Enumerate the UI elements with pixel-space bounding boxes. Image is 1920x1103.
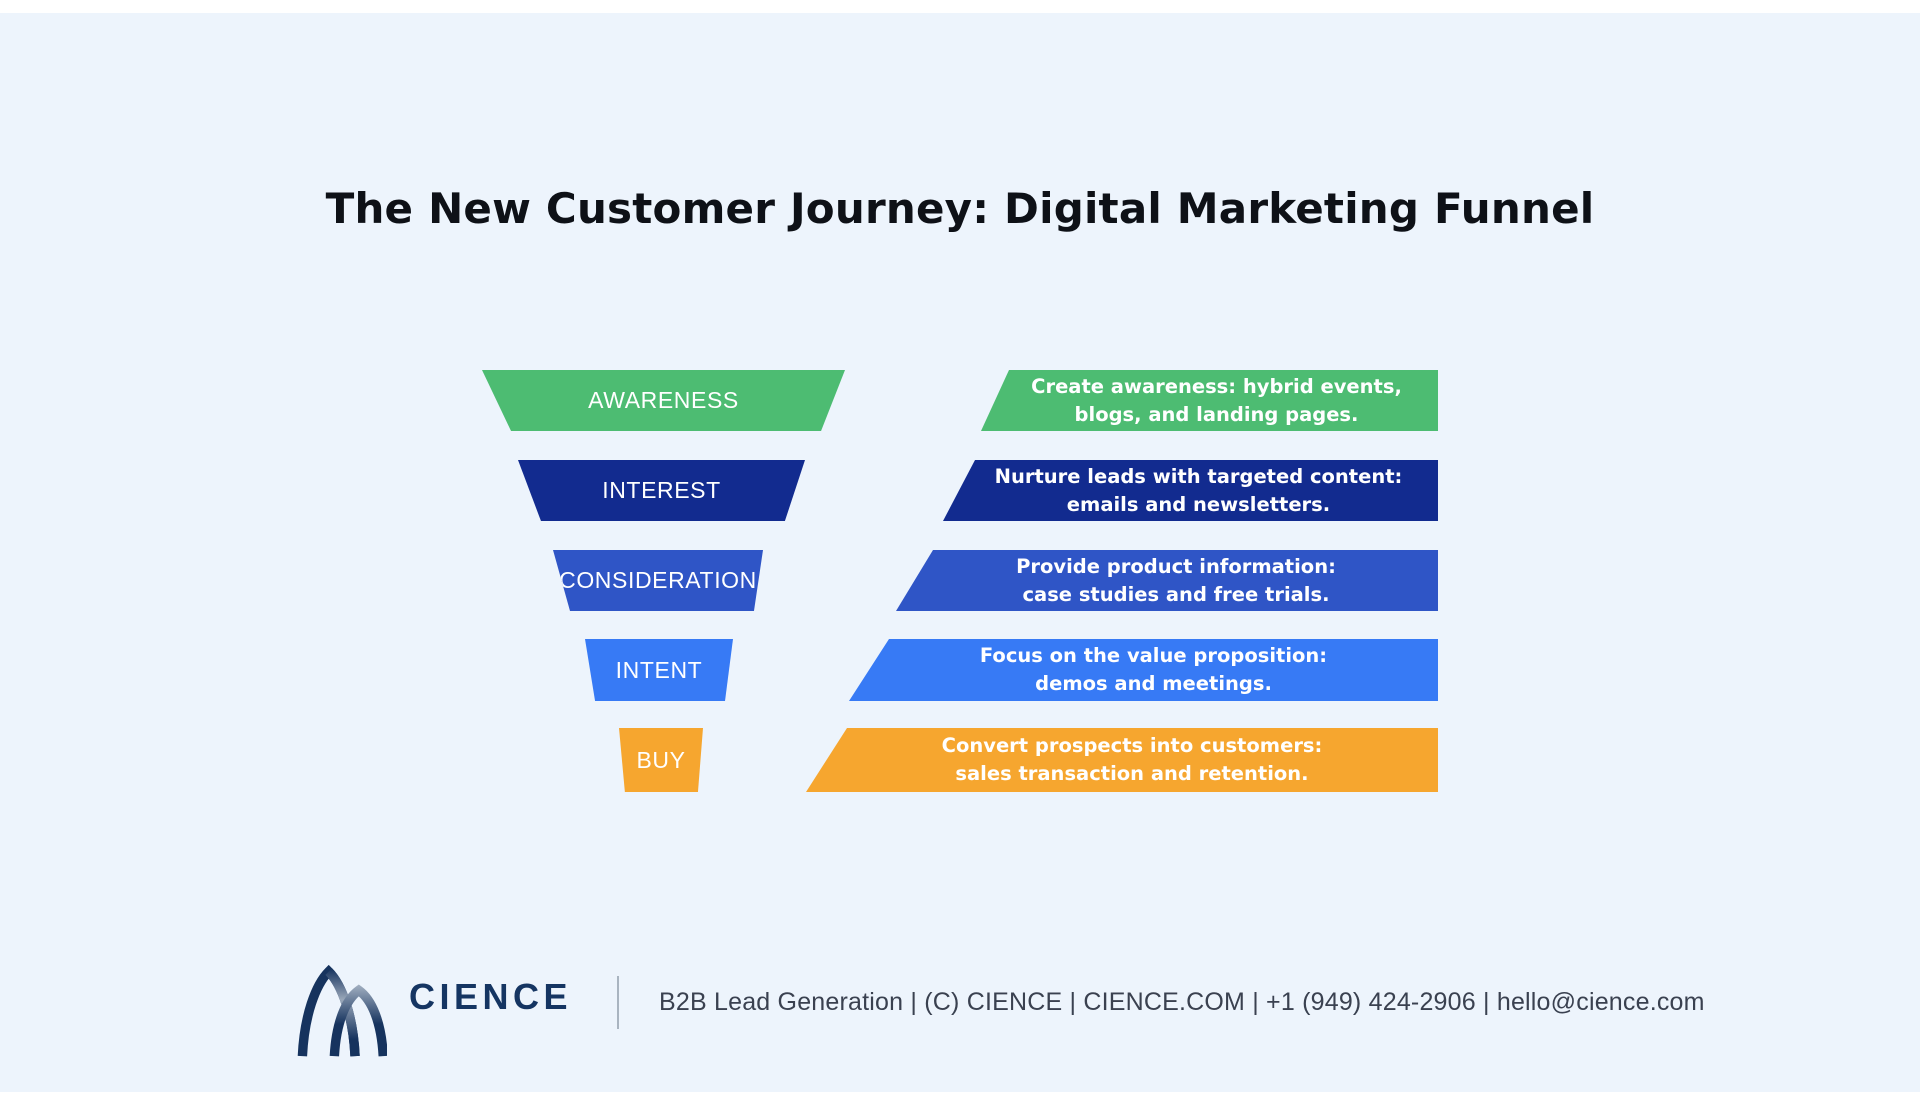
banner-awareness-line1: Create awareness: hybrid events, [1031,374,1402,398]
banner-consideration: Provide product information: case studie… [896,550,1438,611]
stage-label-intent: INTENT [615,656,703,683]
banner-buy-line1: Convert prospects into customers: [941,734,1323,757]
banner-buy: Convert prospects into customers: sales … [806,728,1438,792]
banner-consideration-line1: Provide product information: [1016,554,1336,578]
bottom-edge-strip [0,1092,1920,1103]
stage-label-consideration: CONSIDERATION [559,567,757,593]
stage-label-buy: BUY [636,746,686,773]
banner-buy-line2: sales transaction and retention. [955,762,1309,785]
brand-wordmark: CIENCE [409,976,573,1017]
stage-label-interest: INTEREST [602,477,721,503]
banner-intent-line1: Focus on the value proposition: [979,644,1328,667]
banner-intent-line2: demos and meetings. [1035,672,1272,695]
funnel-stage-awareness: AWARENESS [482,370,845,431]
funnel-stage-intent: INTENT [585,639,733,701]
banner-awareness-line2: blogs, and landing pages. [1074,402,1359,426]
banner-consideration-line2: case studies and free trials. [1022,582,1330,606]
banner-interest-line2: emails and newsletters. [1066,492,1331,516]
footer-contact-text: B2B Lead Generation | (C) CIENCE | CIENC… [659,987,1705,1016]
cience-logo-icon [297,964,387,1057]
footer-divider [617,976,619,1029]
banner-intent: Focus on the value proposition: demos an… [849,639,1438,701]
banner-awareness: Create awareness: hybrid events, blogs, … [981,370,1438,431]
stage-label-awareness: AWARENESS [588,387,739,413]
banner-interest-line1: Nurture leads with targeted content: [994,464,1403,488]
funnel-stage-interest: INTEREST [518,460,805,521]
funnel-stage-buy: BUY [619,728,703,792]
banner-interest: Nurture leads with targeted content: ema… [943,460,1438,521]
top-edge-strip [0,0,1920,13]
page-title: The New Customer Journey: Digital Market… [325,184,1595,233]
funnel-stage-consideration: CONSIDERATION [553,550,763,611]
